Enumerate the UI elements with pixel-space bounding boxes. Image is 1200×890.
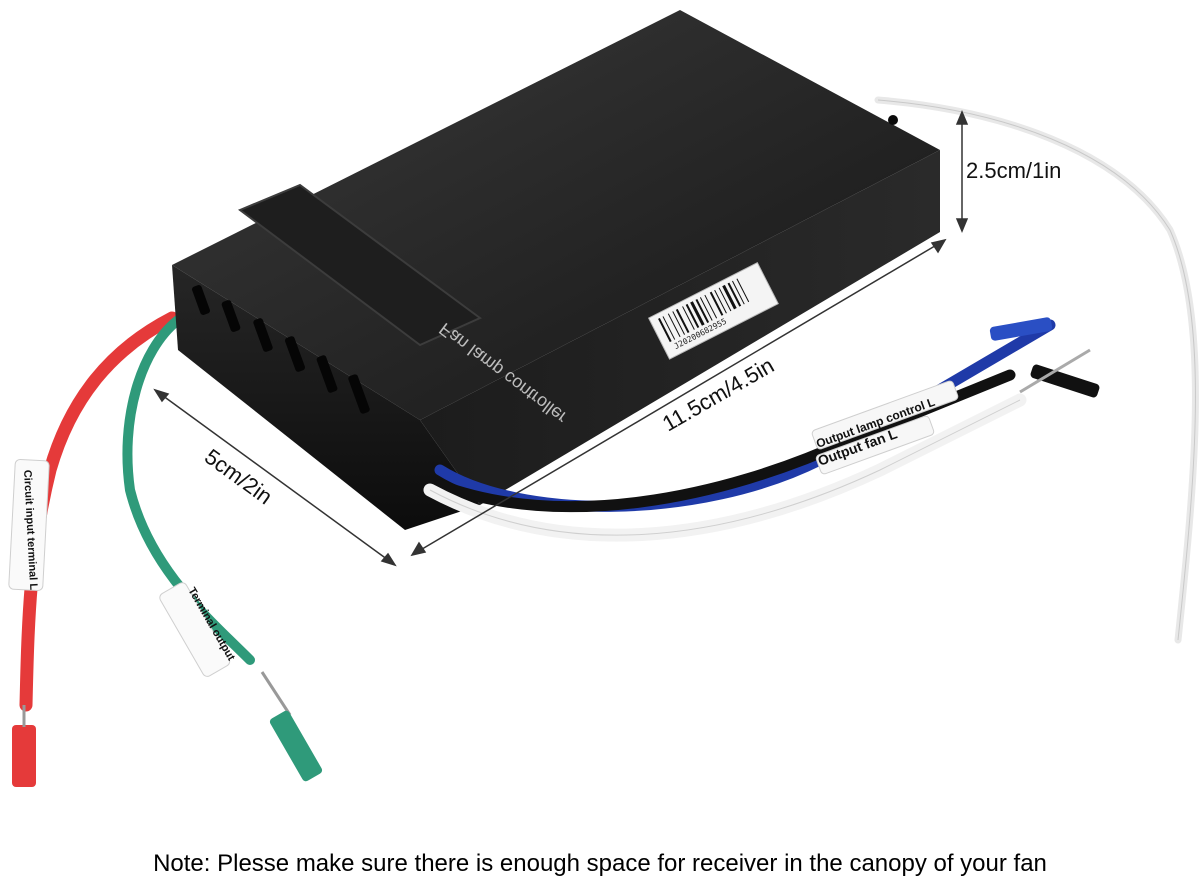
- barcode-sticker: J20200682955: [647, 262, 779, 360]
- vent-slots: [192, 285, 370, 414]
- label-panel: [238, 183, 482, 347]
- red-wire: [8, 311, 179, 787]
- controller-top-face: [172, 10, 940, 420]
- output-wires: [423, 317, 1100, 542]
- green-wire: [122, 315, 323, 782]
- space-note: Note: Plesse make sure there is enough s…: [153, 850, 1047, 877]
- dim-height-label: 2.5cm/1in: [966, 158, 1061, 183]
- dimension-lines: [153, 110, 969, 567]
- dim-width-label: 5cm/2in: [200, 444, 277, 510]
- controller-end-face: [172, 265, 480, 530]
- mount-hole: [888, 115, 898, 125]
- antenna-wire-outline: [877, 99, 1196, 641]
